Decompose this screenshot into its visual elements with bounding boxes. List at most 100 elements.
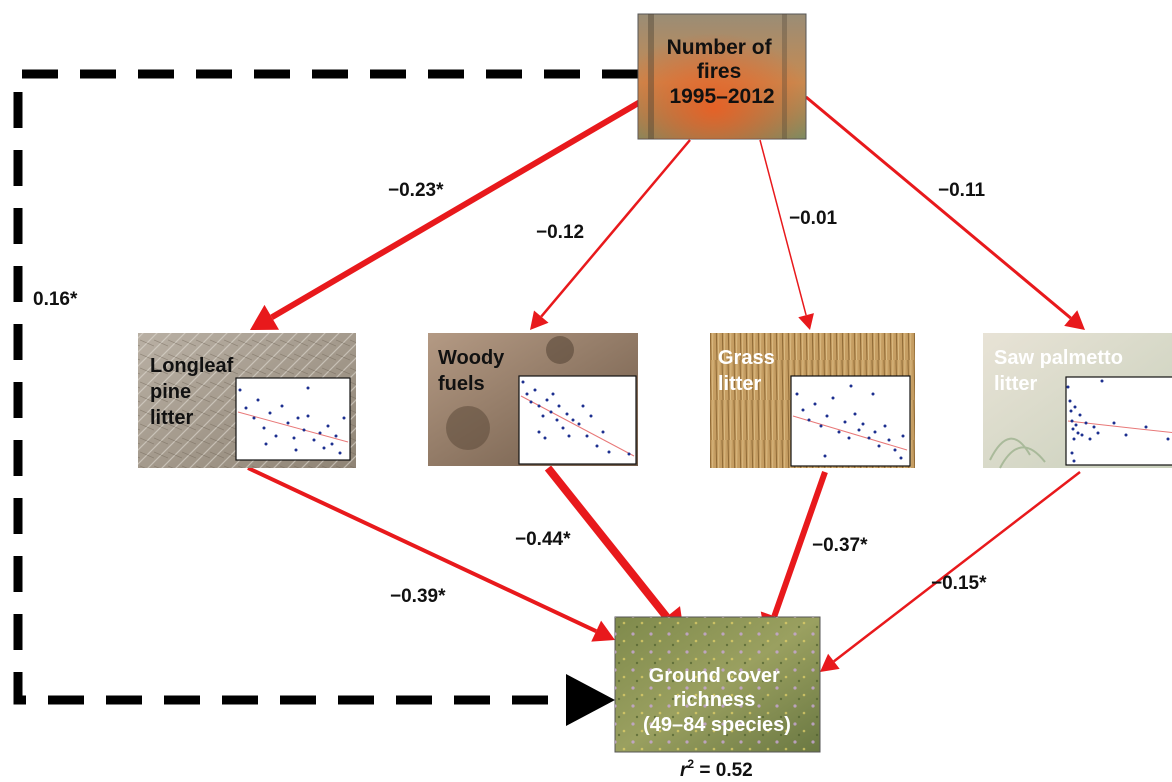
node-fires-label: Number of fires 1995–2012 — [667, 36, 778, 108]
scatter-point — [871, 392, 875, 396]
path-woody-to-ground — [544, 465, 685, 640]
scatterplot-frame — [518, 375, 637, 465]
scatter-point — [883, 424, 887, 428]
scatter-point — [831, 396, 835, 400]
scatter-point — [551, 392, 555, 396]
scatterplot-palmetto — [1065, 376, 1172, 466]
node-longleaf-pine-litter: Longleaf pine litter — [138, 333, 356, 468]
scatter-point — [322, 446, 326, 450]
arrow-shaft — [759, 139, 807, 316]
node-grass-litter: Grass litter — [710, 333, 915, 468]
arrow-shaft — [805, 95, 1072, 320]
node-woody-fuels: Woody fuels — [428, 333, 638, 466]
scatter-point — [1072, 459, 1076, 463]
scatter-point — [286, 421, 290, 425]
trend-line — [792, 415, 908, 451]
scatter-point — [571, 418, 575, 422]
r-squared-value: r2 = 0.52 — [680, 757, 753, 781]
node-ground-line: (49–84 species) — [643, 714, 791, 736]
scatter-point — [1066, 385, 1070, 389]
scatter-point — [264, 442, 268, 446]
node-palmetto-label: Saw palmetto litter — [994, 347, 1128, 395]
node-ground-label: Ground cover richness (49–84 species) — [643, 665, 791, 736]
node-longleaf-label: Longleaf pine litter — [150, 355, 239, 429]
scatter-point — [294, 448, 298, 452]
node-grass-line: Grass — [718, 347, 775, 369]
scatterplot-frame — [1065, 376, 1172, 466]
scatter-point — [1100, 379, 1104, 383]
scatter-point — [330, 442, 334, 446]
scatter-point — [274, 434, 278, 438]
scatter-point — [589, 414, 593, 418]
node-grass-label: Grass litter — [718, 347, 780, 395]
scatter-point — [533, 388, 537, 392]
arrow-head — [250, 304, 280, 330]
node-longleaf-line: Longleaf — [150, 355, 234, 377]
coef-fires-longleaf: −0.23* — [388, 180, 444, 201]
scatter-point — [807, 418, 811, 422]
scatter-point — [318, 431, 322, 435]
path-fires-to-palmetto — [805, 95, 1085, 330]
scatter-point — [1070, 419, 1074, 423]
scatter-point — [238, 388, 242, 392]
scatter-point — [825, 414, 829, 418]
scatter-point — [1096, 431, 1100, 435]
scatter-point — [557, 404, 561, 408]
scatter-point — [867, 436, 871, 440]
coef-longleaf-ground: −0.39* — [390, 586, 446, 607]
node-fires-line: 1995–2012 — [669, 85, 774, 108]
scatter-point — [342, 416, 346, 420]
coef-fires-grass: −0.01 — [789, 208, 838, 229]
arrow-head — [530, 310, 549, 330]
scatter-point — [801, 408, 805, 412]
scatterplot-grass — [790, 375, 911, 467]
path-fires-to-grass — [759, 139, 814, 330]
scatter-point — [819, 424, 823, 428]
r-symbol: r — [680, 760, 689, 781]
scatter-point — [338, 451, 342, 455]
arrow-shaft — [247, 466, 598, 633]
scatter-point — [312, 438, 316, 442]
r-value: = 0.52 — [694, 760, 753, 781]
scatter-point — [877, 444, 881, 448]
scatter-point — [545, 398, 549, 402]
scatter-point — [296, 416, 300, 420]
scatter-point — [302, 428, 306, 432]
path-fires-to-longleaf — [250, 99, 642, 330]
scatter-point — [1144, 425, 1148, 429]
node-ground-cover-richness: Ground cover richness (49–84 species) — [614, 616, 821, 753]
scatter-point — [1076, 431, 1080, 435]
node-palmetto-line: litter — [994, 373, 1038, 395]
scatter-point — [585, 434, 589, 438]
trend-line — [237, 411, 349, 443]
scatter-point — [1124, 433, 1128, 437]
path-fires-to-woody — [530, 139, 691, 330]
scatter-point — [901, 434, 905, 438]
coef-grass-ground: −0.37* — [812, 535, 868, 556]
arrow-head — [591, 620, 615, 642]
scatter-point — [529, 400, 533, 404]
scatter-point — [873, 430, 877, 434]
scatter-point — [565, 412, 569, 416]
scatter-point — [795, 392, 799, 396]
arrow-shaft — [771, 471, 828, 618]
arrow-head — [1064, 310, 1085, 330]
node-woody-label: Woody fuels — [438, 347, 510, 395]
scatter-point — [857, 428, 861, 432]
scatter-point — [334, 434, 338, 438]
node-fires-line: Number of — [667, 36, 773, 59]
scatter-point — [292, 436, 296, 440]
scatter-point — [561, 426, 565, 430]
scatter-point — [541, 414, 545, 418]
arrow-shaft — [270, 99, 642, 320]
scatter-point — [256, 398, 260, 402]
scatter-point — [1069, 409, 1073, 413]
scatter-point — [1088, 437, 1092, 441]
arrow-head — [798, 313, 814, 330]
scatter-point — [306, 386, 310, 390]
arrow-head — [820, 653, 840, 672]
scatter-point — [843, 420, 847, 424]
coef-palmetto-ground: −0.15* — [931, 573, 987, 594]
scatter-point — [607, 450, 611, 454]
